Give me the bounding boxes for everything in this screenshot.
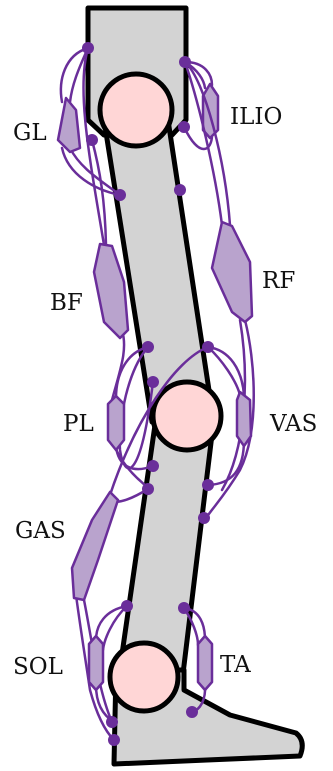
- muscle-vas-belly: [237, 392, 251, 446]
- muscle-sol-belly: [89, 636, 103, 690]
- muscle-pl-belly: [108, 396, 124, 450]
- attachment-point: [82, 42, 94, 54]
- attachment-point: [178, 121, 190, 133]
- attachment-point: [142, 483, 154, 495]
- label-gl: GL: [13, 120, 47, 146]
- attachment-point: [114, 189, 126, 201]
- knee-joint: [153, 382, 221, 450]
- muscle-bf-belly: [94, 244, 128, 338]
- label-rf: RF: [262, 268, 295, 294]
- attachment-point: [179, 56, 191, 68]
- hip-joint: [100, 74, 172, 146]
- attachment-point: [108, 734, 120, 746]
- muscle-gas-belly: [72, 492, 118, 600]
- attachment-point: [121, 600, 133, 612]
- attachment-point: [198, 512, 210, 524]
- attachment-point: [202, 479, 214, 491]
- muscle-gl-belly: [58, 98, 80, 152]
- attachment-point: [178, 602, 190, 614]
- muscle-ta-belly: [198, 636, 212, 690]
- label-ta: TA: [220, 652, 251, 678]
- attachment-point: [86, 134, 98, 146]
- attachment-point: [174, 184, 186, 196]
- label-pl: PL: [63, 411, 94, 437]
- attachment-point: [202, 341, 214, 353]
- attachment-point: [106, 716, 118, 728]
- ankle-joint: [110, 643, 178, 711]
- attachment-point: [186, 706, 198, 718]
- label-bf: BF: [50, 290, 83, 316]
- label-sol: SOL: [13, 654, 63, 680]
- label-ilio: ILIO: [230, 104, 282, 130]
- attachment-point: [147, 460, 159, 472]
- label-vas: VAS: [269, 411, 317, 437]
- attachment-point: [147, 376, 159, 388]
- attachment-point: [142, 341, 154, 353]
- muscle-rf-belly: [212, 222, 252, 322]
- label-gas: GAS: [15, 518, 66, 544]
